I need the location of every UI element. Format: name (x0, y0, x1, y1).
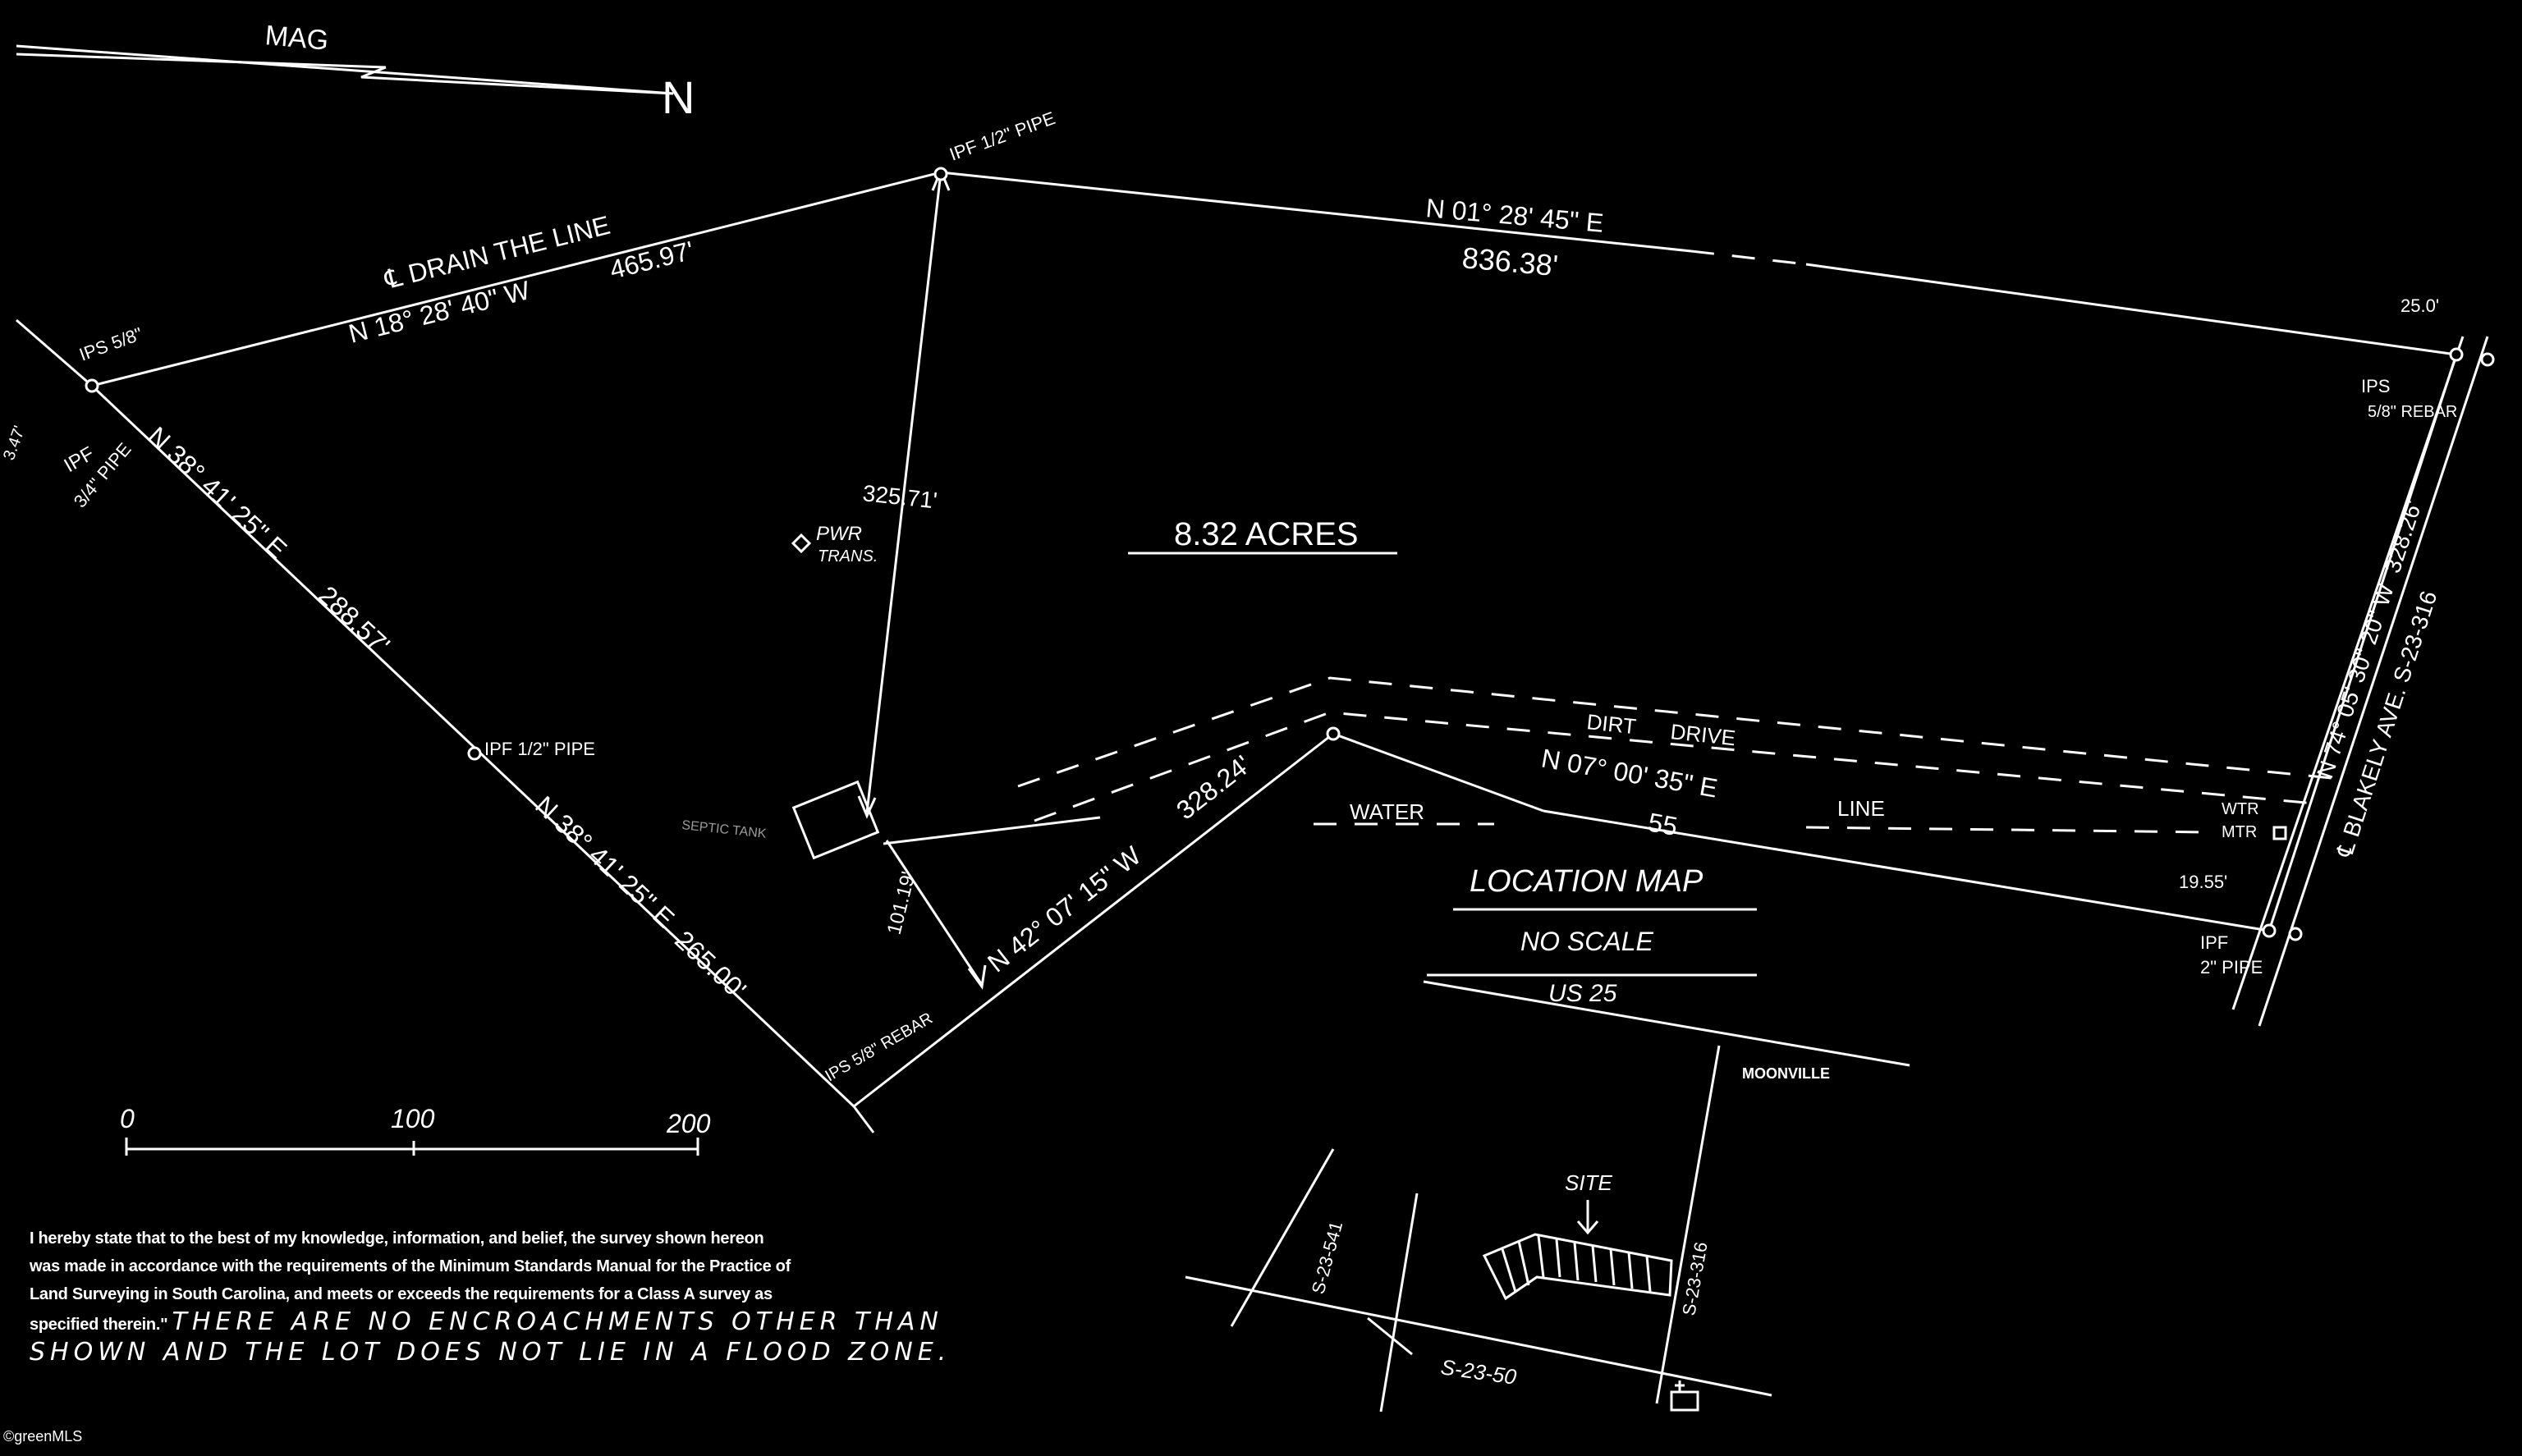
power-transformer-label: PWR (816, 523, 862, 545)
certification-line-3: Land Surveying in South Carolina, and me… (30, 1285, 773, 1303)
church-icon (1670, 1380, 1699, 1412)
water-meter-label-2: MTR (2222, 823, 2257, 841)
water-meter-label-1: WTR (2222, 800, 2259, 818)
mls-watermark: ©greenMLS (3, 1428, 83, 1445)
north-reference-label: MAG (264, 20, 329, 57)
scale-tick-200: 200 (666, 1109, 711, 1138)
certification-line-1: I hereby state that to the best of my kn… (30, 1229, 764, 1248)
encroachment-note-1: THERE ARE NO ENCROACHMENTS OTHER THAN (172, 1307, 943, 1336)
south-lower-bearing: N 07° 00' 35" E (1539, 743, 1720, 803)
moonville-label: MOONVILLE (1742, 1065, 1830, 1082)
location-map-title: LOCATION MAP (1470, 864, 1703, 899)
nw-side-distance: 3.47' (0, 424, 29, 463)
road-541-label: S-23-541 (1308, 1219, 1347, 1296)
north-arrow: MAG N (16, 20, 695, 123)
property-boundary (16, 171, 2489, 1133)
west-lower-distance: 265.00' (669, 925, 752, 1005)
us25-label: US 25 (1548, 980, 1617, 1007)
south-upper-bearing: N 42° 07' 15" W (982, 840, 1147, 978)
site-parcel-hatch (1482, 1233, 1673, 1301)
dirt-drive (1017, 676, 2332, 834)
west-lower-bearing: N 38° 41' 25" E (530, 790, 680, 933)
scale-tick-0: 0 (120, 1104, 135, 1133)
encroachment-note-2: SHOWN AND THE LOT DOES NOT LIE IN A FLOO… (30, 1338, 951, 1367)
se-pin-size: 2" PIPE (2200, 957, 2263, 978)
location-map: LOCATION MAP NO SCALE US 25 MOONVILLE S-… (1185, 864, 1910, 1413)
north-line-bearing: N 01° 28' 45" E (1424, 193, 1604, 238)
inner-vertical-distance: 325.71' (861, 480, 938, 513)
water-line-label-1: WATER (1350, 799, 1424, 824)
certification-line-2: was made in accordance with the requirem… (30, 1257, 791, 1275)
site-label: SITE (1565, 1170, 1612, 1195)
ne-distance: 25.0' (2400, 295, 2439, 316)
septic-tank-label: SEPTIC TANK (681, 818, 768, 841)
drain-line-distance: 465.97' (607, 236, 697, 285)
top-corner-label: IPF 1/2" PIPE (947, 108, 1057, 165)
mid-left-corner-label: IPF 1/2" PIPE (484, 739, 595, 759)
septic-tank-outline (791, 780, 880, 860)
north-letter: N (662, 71, 695, 123)
ne-pin-label: IPS (2361, 376, 2390, 396)
road-50-label: S-23-50 (1439, 1354, 1518, 1390)
south-upper-distance: 328.24' (1171, 749, 1256, 825)
certification-line-4: specified therein." THERE ARE NO ENCROAC… (30, 1308, 998, 1339)
location-map-scale: NO SCALE (1520, 927, 1653, 956)
certification-line-4-print: specified therein." (30, 1316, 168, 1334)
west-upper-bearing: N 38° 41' 25" E (142, 421, 292, 564)
nw-corner-label: IPS 5/8" (76, 323, 145, 365)
inner-lower-distance: 101.19' (883, 869, 920, 936)
scale-tick-100: 100 (391, 1104, 435, 1133)
ne-pin-size: 5/8" REBAR (2368, 403, 2457, 421)
bottom-corner-label: IPS 5/8" REBAR (823, 1010, 936, 1086)
area-label: 8.32 ACRES (1174, 516, 1359, 552)
water-line-label-2: LINE (1837, 796, 1885, 821)
transformer-label: TRANS. (818, 547, 878, 565)
north-line-distance: 836.38' (1460, 240, 1559, 282)
dirt-drive-label-1: DIRT (1585, 709, 1637, 739)
scale-bar: 0 100 200 (120, 1104, 711, 1156)
corner-pins (85, 167, 2495, 941)
se-distance: 19.55' (2179, 872, 2227, 892)
east-line-distance: 328.26' (2379, 497, 2427, 576)
interior-dimensions (857, 167, 987, 990)
drain-line-bearing: N 18° 28' 40" W (346, 275, 534, 349)
surveyor-certification: I hereby state that to the best of my kn… (30, 1225, 998, 1367)
se-pin-label: IPF (2200, 932, 2228, 953)
west-upper-distance: 288.57' (313, 580, 396, 660)
south-lower-distance: 55 (1646, 807, 1680, 841)
